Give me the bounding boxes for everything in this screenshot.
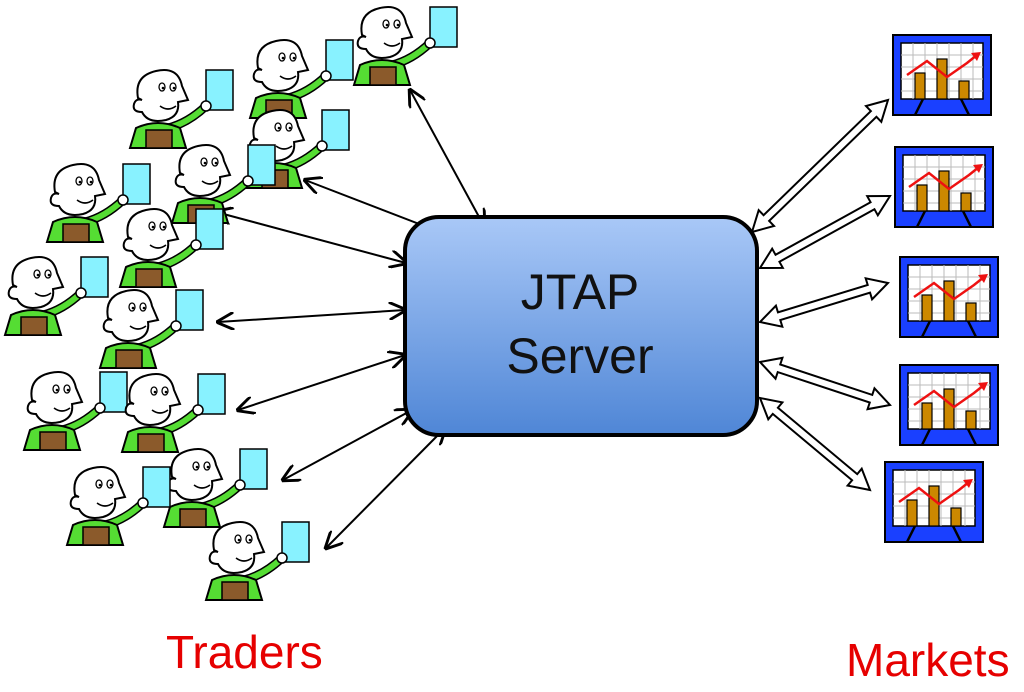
server-label-line1: JTAP xyxy=(520,264,640,320)
traders-label: Traders xyxy=(166,626,323,678)
markets-group xyxy=(884,34,999,543)
trader-icon xyxy=(22,371,128,451)
trader-icon xyxy=(162,448,268,528)
trader-icon xyxy=(128,69,234,149)
trader-connections xyxy=(216,90,484,548)
server-label-line2: Server xyxy=(506,328,654,384)
trader-icon xyxy=(118,208,224,288)
trader-arrow xyxy=(238,355,405,410)
market-chart-icon xyxy=(884,461,984,543)
market-chart-icon xyxy=(899,364,999,446)
trader-arrow xyxy=(410,90,484,226)
server-label: JTAP Server xyxy=(405,260,755,388)
market-arrow xyxy=(750,98,890,234)
jtap-server-box xyxy=(403,215,759,437)
market-arrow xyxy=(758,396,872,492)
trader-arrow xyxy=(283,410,412,480)
traders-group xyxy=(3,6,458,601)
trader-icon xyxy=(170,144,276,224)
trader-icon xyxy=(120,373,226,453)
trader-icon xyxy=(3,256,109,336)
trader-icon xyxy=(248,39,354,119)
trader-arrow xyxy=(218,310,405,322)
market-arrow xyxy=(758,194,892,270)
trader-arrow xyxy=(326,428,445,548)
market-connections xyxy=(750,98,892,492)
market-arrow xyxy=(758,356,892,411)
trader-icon xyxy=(204,521,310,601)
markets-label: Markets xyxy=(846,634,1010,686)
market-chart-icon xyxy=(894,146,994,228)
trader-icon xyxy=(65,466,171,546)
market-chart-icon xyxy=(892,34,992,116)
trader-icon xyxy=(45,163,151,243)
market-chart-icon xyxy=(899,256,999,338)
trader-icon xyxy=(98,289,204,369)
trader-icon xyxy=(352,6,458,86)
trader-arrow xyxy=(216,212,406,263)
market-arrow xyxy=(758,276,890,329)
